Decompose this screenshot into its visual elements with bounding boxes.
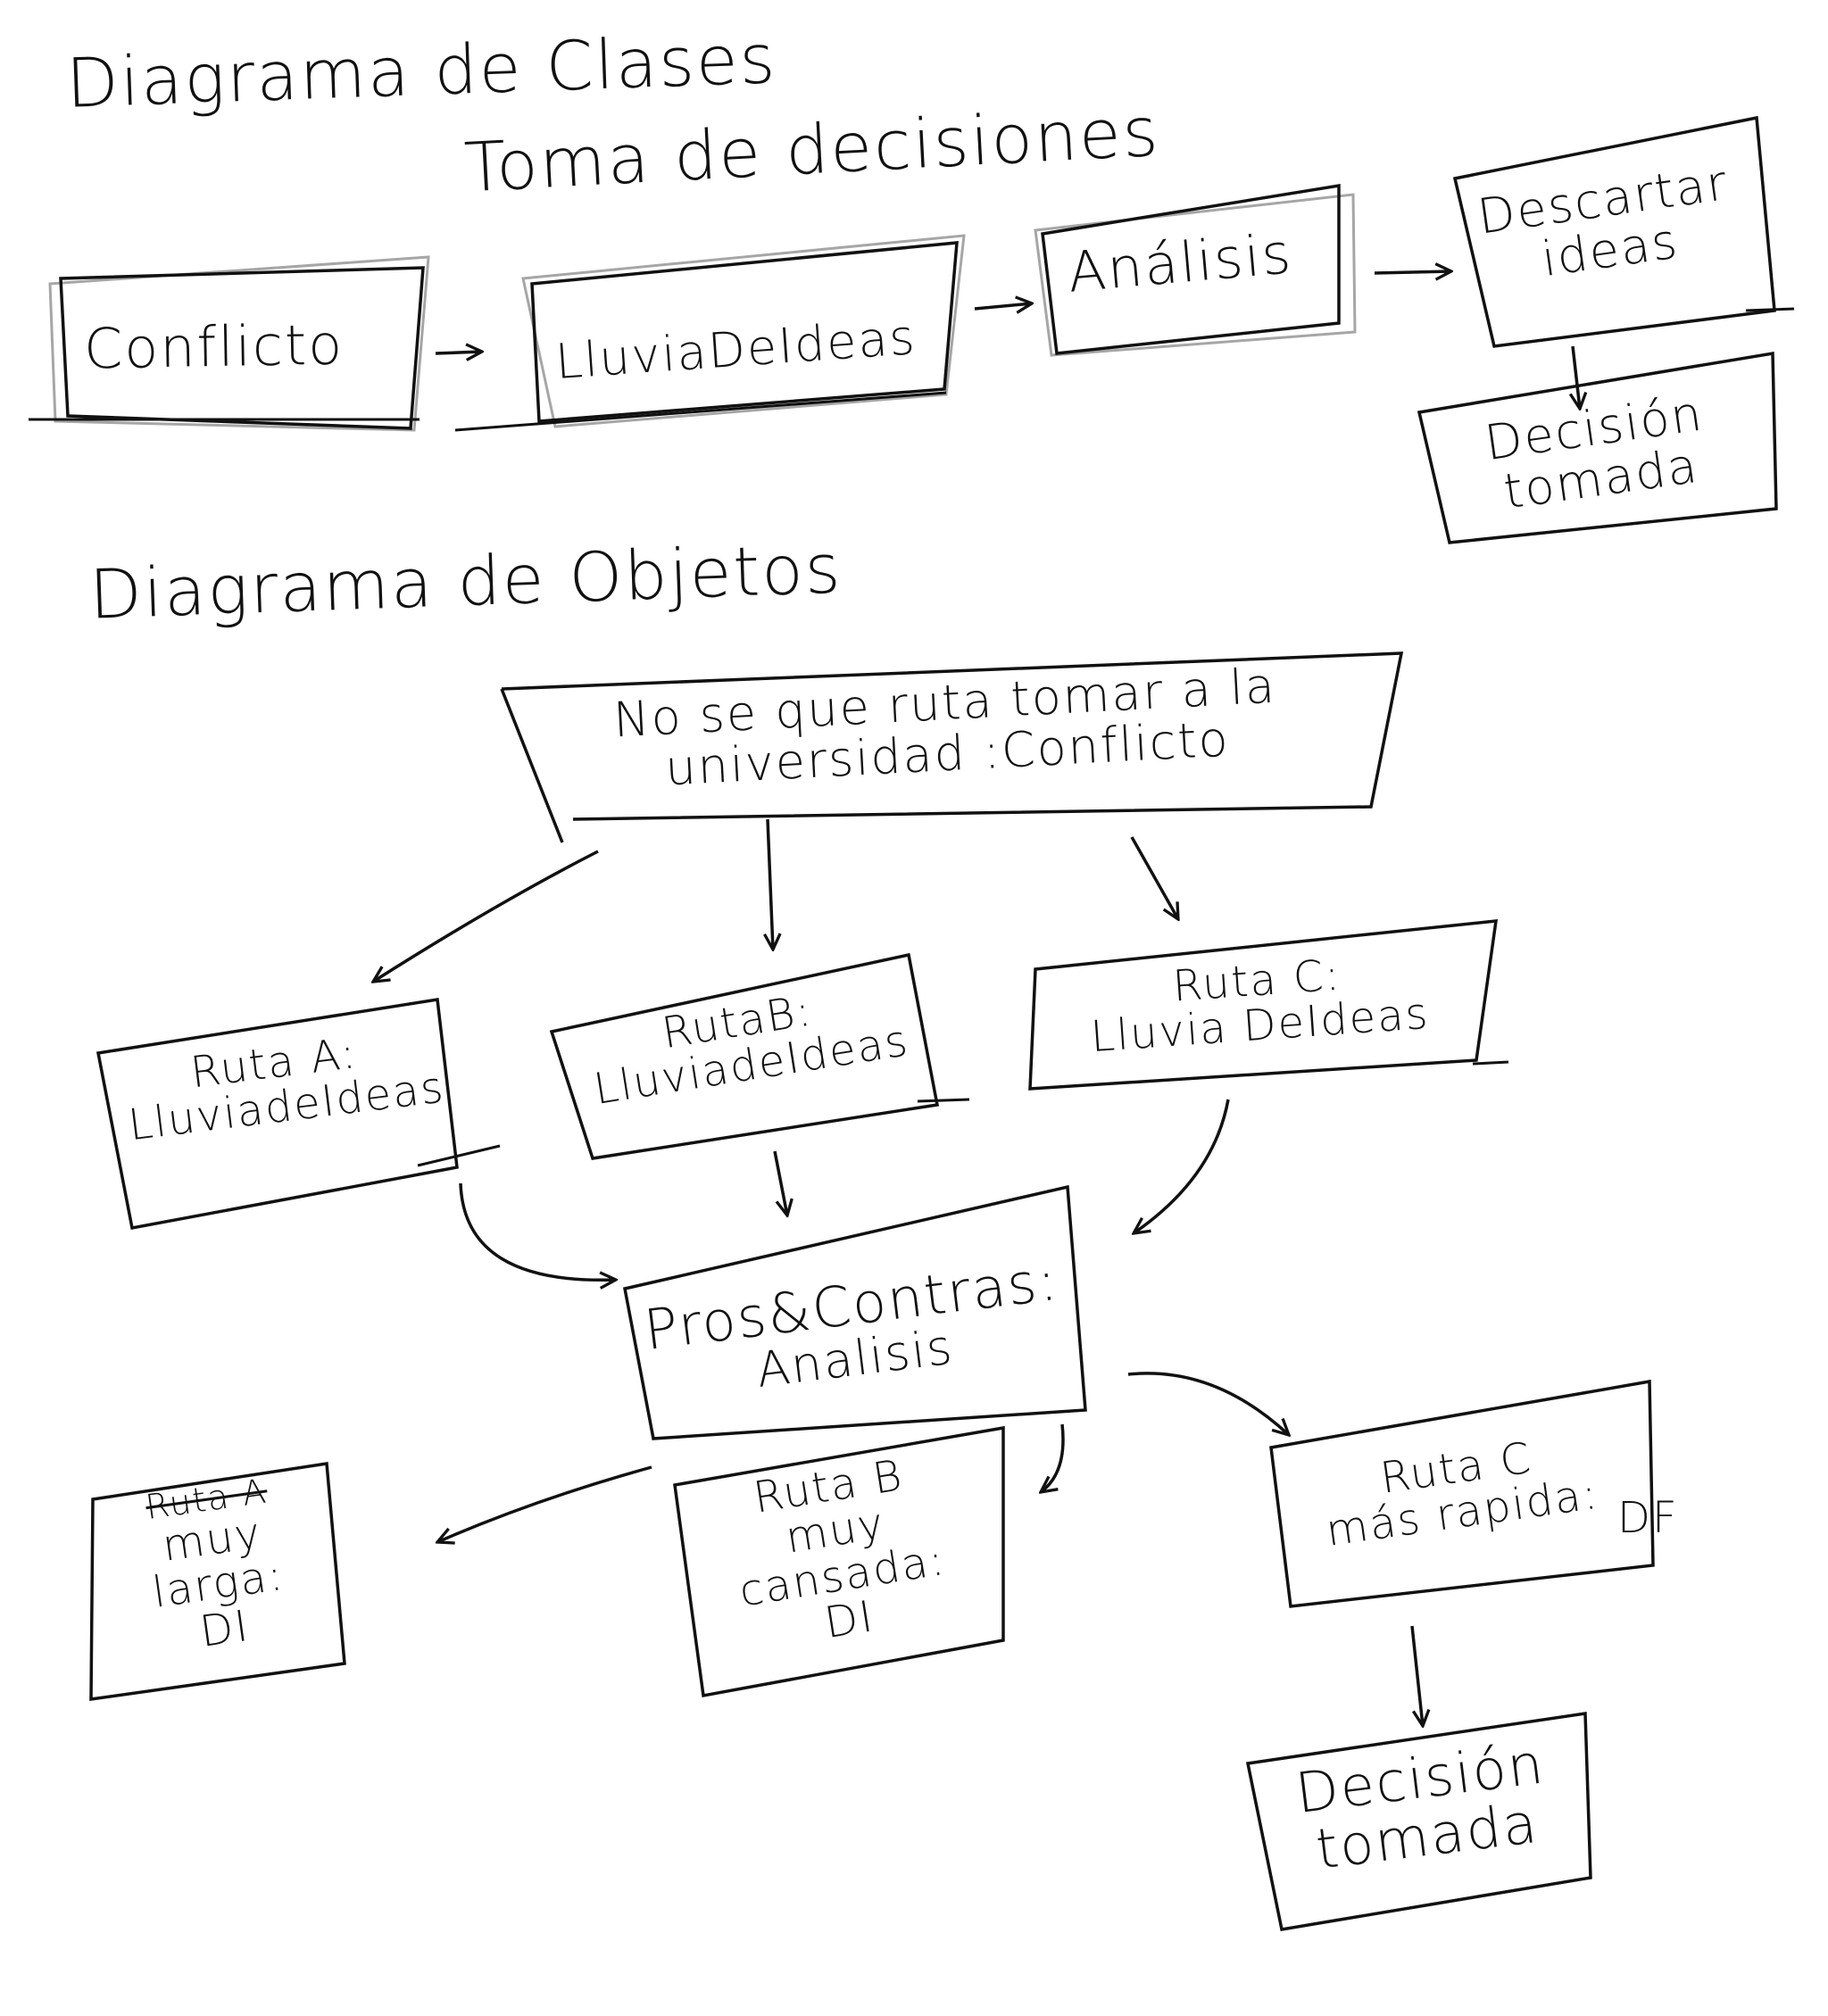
object-box-ruta-c-result: [1269, 1379, 1655, 1608]
arrow-conflicto-to-lluvia: [435, 352, 482, 353]
arrow-pros-to-ruta-c-result: [1127, 1372, 1289, 1435]
object-box-final-decision: [1245, 1711, 1592, 1932]
class-box-decision: [1417, 351, 1778, 544]
object-box-root: [500, 651, 1404, 843]
class-box-lluvia: [454, 234, 966, 432]
object-ruta-a-result-label: Ruta A muy larga: DI: [89, 1466, 343, 1667]
arrow-analisis-to-descartar: [1374, 271, 1451, 273]
arrow-descartar-to-decision: [1573, 345, 1580, 409]
arrow-ruta-c-to-pros: [1134, 1099, 1230, 1233]
node-conflicto-label: Conflicto: [83, 311, 345, 382]
class-box-conflicto: [29, 255, 430, 432]
object-box-pros-contras: [622, 1184, 1087, 1440]
class-box-analisis: [1034, 183, 1357, 357]
arrow-root-to-ruta-b: [768, 818, 773, 950]
object-ruta-c-result-tag: DF: [1617, 1493, 1679, 1543]
arrow-root-to-ruta-a: [373, 850, 599, 982]
object-box-ruta-b-result: [673, 1425, 1005, 1698]
arrow-pros-to-ruta-a-result: [437, 1465, 652, 1542]
object-box-ruta-a-result: [89, 1461, 346, 1702]
arrow-pros-to-ruta-b-result: [1041, 1423, 1065, 1492]
class-box-descartar: [1452, 115, 1795, 348]
arrow-root-to-ruta-c: [1130, 836, 1178, 919]
arrow-lluvia-to-analisis: [974, 303, 1032, 309]
arrow-ruta-c-to-final: [1410, 1625, 1423, 1726]
object-box-ruta-a: [96, 997, 501, 1231]
arrow-ruta-b-to-pros: [773, 1150, 787, 1215]
arrow-ruta-a-to-pros: [459, 1182, 616, 1280]
object-box-ruta-c: [1028, 919, 1509, 1091]
object-box-ruta-b: [549, 952, 970, 1160]
